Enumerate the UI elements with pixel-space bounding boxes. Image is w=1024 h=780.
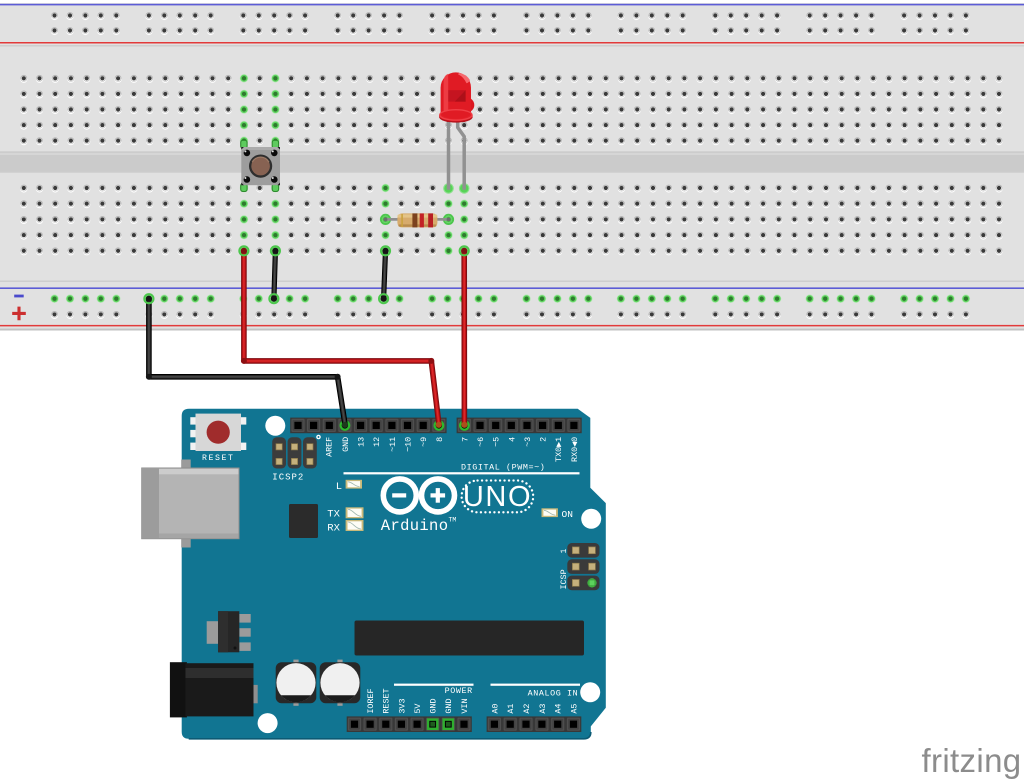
svg-text:A0: A0	[490, 704, 500, 714]
svg-text:~3: ~3	[523, 437, 533, 447]
svg-text:L: L	[336, 481, 342, 493]
svg-text:2: 2	[539, 437, 549, 442]
svg-text:TM: TM	[449, 517, 457, 524]
svg-text:1: 1	[560, 549, 569, 554]
svg-text:VIN: VIN	[460, 699, 470, 714]
svg-text:ON: ON	[562, 509, 573, 520]
svg-text:RESET: RESET	[382, 688, 392, 713]
svg-text:ANALOG IN: ANALOG IN	[528, 688, 579, 698]
svg-text:TX: TX	[327, 508, 340, 520]
svg-text:4: 4	[507, 437, 517, 442]
svg-text:~11: ~11	[388, 437, 398, 452]
svg-text:ICSP2: ICSP2	[272, 473, 304, 483]
svg-text:5V: 5V	[413, 704, 423, 714]
svg-text:12: 12	[372, 437, 382, 447]
svg-text:A1: A1	[506, 704, 516, 714]
svg-text:DIGITAL (PWM=~): DIGITAL (PWM=~)	[461, 462, 545, 472]
svg-text:RX: RX	[327, 523, 340, 535]
svg-text:A3: A3	[538, 704, 548, 714]
svg-text:GND: GND	[341, 437, 351, 452]
svg-text:A5: A5	[569, 704, 579, 714]
svg-text:POWER: POWER	[445, 686, 473, 696]
svg-text:RX0◀0: RX0◀0	[570, 437, 580, 462]
svg-text:fritzing: fritzing	[922, 742, 1022, 779]
svg-text:A4: A4	[554, 704, 564, 714]
svg-text:~9: ~9	[419, 437, 429, 447]
svg-text:UNO: UNO	[463, 481, 532, 513]
svg-text:13: 13	[357, 437, 367, 447]
svg-text:7: 7	[460, 437, 470, 442]
svg-text:AREF: AREF	[324, 437, 334, 457]
svg-text:3V3: 3V3	[397, 699, 407, 714]
svg-text:IOREF: IOREF	[366, 688, 376, 713]
svg-text:GND: GND	[429, 699, 439, 714]
svg-text:RESET: RESET	[202, 454, 235, 463]
svg-text:~6: ~6	[476, 437, 486, 447]
svg-text:~5: ~5	[492, 437, 502, 447]
svg-text:~10: ~10	[403, 437, 413, 452]
svg-text:Arduino: Arduino	[381, 517, 449, 535]
svg-text:8: 8	[435, 437, 445, 442]
svg-text:A2: A2	[522, 704, 532, 714]
svg-text:TX0▶1: TX0▶1	[554, 437, 564, 462]
svg-text:GND: GND	[444, 699, 454, 714]
svg-text:ICSP: ICSP	[559, 569, 569, 589]
